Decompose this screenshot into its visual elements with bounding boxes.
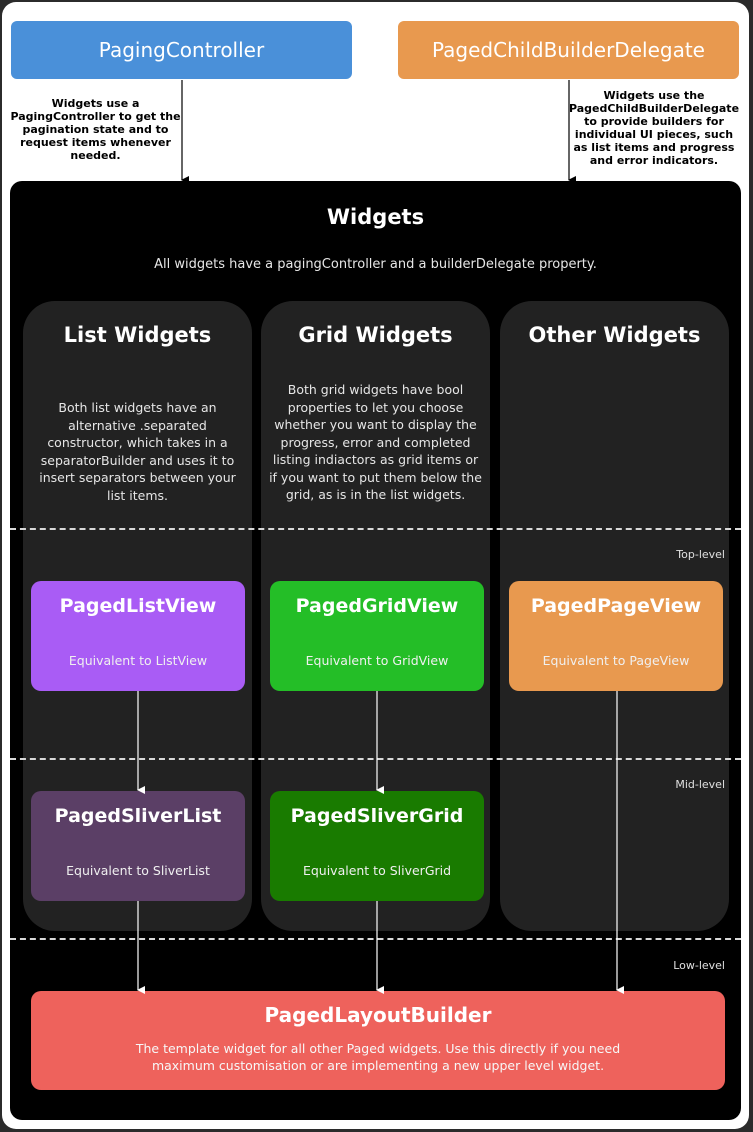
list-widgets-description: Both list widgets have an alternative .s… <box>39 400 236 503</box>
paged-list-view-node: PagedListView Equivalent to ListView <box>31 581 245 691</box>
grid-widgets-description: Both grid widgets have bool properties t… <box>269 382 482 502</box>
paged-sliver-grid-node: PagedSliverGrid Equivalent to SliverGrid <box>270 791 484 901</box>
mid-level-divider <box>10 758 741 760</box>
paged-page-view-title: PagedPageView <box>530 595 702 617</box>
widgets-subtitle: All widgets have a pagingController and … <box>154 257 597 272</box>
top-level-divider <box>10 528 741 530</box>
paged-page-view-subtitle: Equivalent to PageView <box>542 653 690 668</box>
paging-controller-box: PagingController <box>11 21 352 79</box>
paged-grid-view-subtitle: Equivalent to GridView <box>305 653 449 668</box>
paging-controller-note: Widgets use a PagingController to get th… <box>10 97 181 162</box>
paged-layout-builder-description: The template widget for all other Paged … <box>135 1041 621 1073</box>
paged-layout-builder-node: PagedLayoutBuilder The template widget f… <box>31 991 725 1090</box>
widgets-title: Widgets <box>326 205 425 229</box>
paged-list-view-subtitle: Equivalent to ListView <box>68 653 208 668</box>
paged-sliver-list-node: PagedSliverList Equivalent to SliverList <box>31 791 245 901</box>
paged-grid-view-title: PagedGridView <box>295 595 459 617</box>
low-level-divider <box>10 938 741 940</box>
paged-grid-view-node: PagedGridView Equivalent to GridView <box>270 581 484 691</box>
paged-list-view-title: PagedListView <box>59 595 217 617</box>
paged-sliver-list-title: PagedSliverList <box>54 805 222 827</box>
list-widgets-title: List Widgets <box>63 323 212 347</box>
builder-delegate-note: Widgets use the PagedChildBuilderDelegat… <box>568 89 740 167</box>
paged-sliver-list-subtitle: Equivalent to SliverList <box>66 863 210 878</box>
grid-widgets-title: Grid Widgets <box>298 323 453 347</box>
paged-layout-builder-title: PagedLayoutBuilder <box>264 1003 492 1027</box>
paged-sliver-grid-subtitle: Equivalent to SliverGrid <box>302 863 452 878</box>
top-level-label: Top-level <box>676 548 725 561</box>
mid-level-label: Mid-level <box>675 778 725 791</box>
widgets-panel: Widgets All widgets have a pagingControl… <box>10 181 741 1120</box>
paged-sliver-grid-title: PagedSliverGrid <box>290 805 464 827</box>
builder-delegate-label: PagedChildBuilderDelegate <box>432 38 705 62</box>
builder-delegate-box: PagedChildBuilderDelegate <box>398 21 739 79</box>
low-level-label: Low-level <box>673 959 725 972</box>
paging-controller-label: PagingController <box>98 38 265 62</box>
other-widgets-title: Other Widgets <box>528 323 701 347</box>
paged-page-view-node: PagedPageView Equivalent to PageView <box>509 581 723 691</box>
